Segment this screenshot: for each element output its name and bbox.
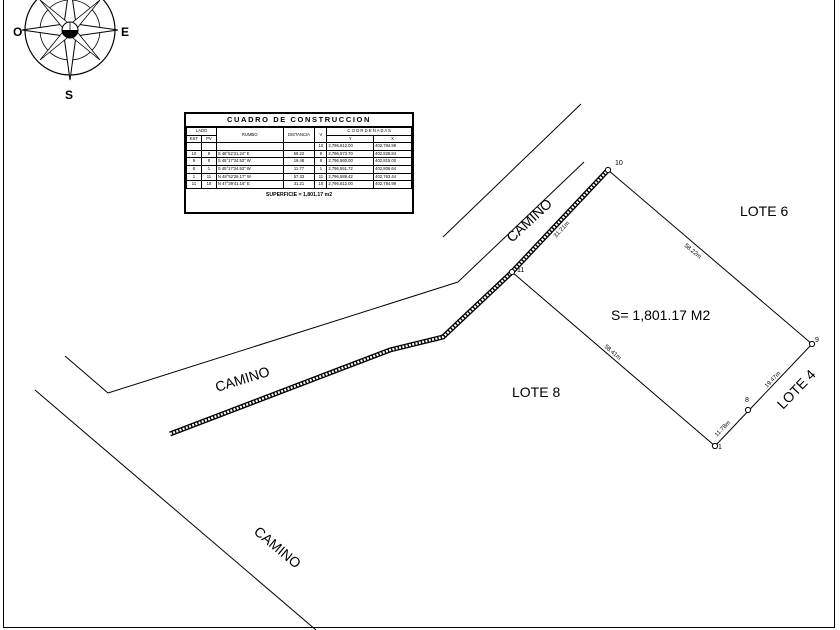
vertex-8-marker xyxy=(744,406,752,414)
vertex-9-marker xyxy=(808,340,816,348)
compass-rose: O E S xyxy=(13,0,129,102)
header-est: EST xyxy=(186,134,202,144)
vertex-11-label: 11 xyxy=(517,267,524,274)
vertex-11-marker xyxy=(508,268,516,276)
header-rumbo: RUMBO xyxy=(215,126,284,144)
lote-8-label: LOTE 8 xyxy=(512,384,560,400)
header-distancia: DISTANCIA xyxy=(282,126,316,144)
camino-bottom-label: CAMINO xyxy=(251,523,304,571)
vertex-markers xyxy=(508,166,816,450)
lote-6-label: LOTE 6 xyxy=(740,203,788,219)
property-front-boundary xyxy=(169,168,610,437)
distance-8-1: 11.78m xyxy=(714,420,732,438)
compass-east-label: E xyxy=(121,25,129,39)
vertex-1-label: 1 xyxy=(718,444,722,451)
table-row: 10 2,796,612.00 402,784.99 xyxy=(186,142,412,151)
header-pv: PV xyxy=(200,134,217,144)
area-label: S= 1,801.17 M2 xyxy=(611,307,710,323)
construction-table: CUADRO DE CONSTRUCCION LADO RUMBO DISTAN… xyxy=(184,112,414,214)
distance-9-8: 19.47m xyxy=(764,371,782,390)
header-y: Y xyxy=(326,134,375,144)
construction-table-grid: LADO RUMBO DISTANCIA V C O O R D E N A D… xyxy=(186,126,412,189)
compass-south-label: S xyxy=(65,88,73,102)
camino-left-label: CAMINO xyxy=(213,363,271,395)
header-v: V xyxy=(314,126,328,144)
drawing-frame xyxy=(3,0,835,628)
road-edges xyxy=(34,103,585,630)
vertex-1-marker xyxy=(711,442,719,450)
lote-4-label: LOTE 4 xyxy=(774,366,819,412)
construction-table-title: CUADRO DE CONSTRUCCION xyxy=(186,114,412,127)
vertex-10-label: 10 xyxy=(615,160,623,167)
vertex-8-label: 8 xyxy=(745,397,749,404)
header-lado: LADO xyxy=(186,127,217,136)
header-coordenadas: C O O R D E N A D A S xyxy=(326,127,412,136)
compass-west-label: O xyxy=(13,25,22,39)
vertex-9-label: 9 xyxy=(815,337,819,344)
header-x: X xyxy=(373,134,412,144)
distance-10-9: 58.22m xyxy=(683,243,702,260)
superficie-label: SUPERFICIE = 1,801.17 m2 xyxy=(265,191,333,198)
property-lot-lines xyxy=(511,169,813,447)
vertex-10-marker xyxy=(604,166,612,174)
